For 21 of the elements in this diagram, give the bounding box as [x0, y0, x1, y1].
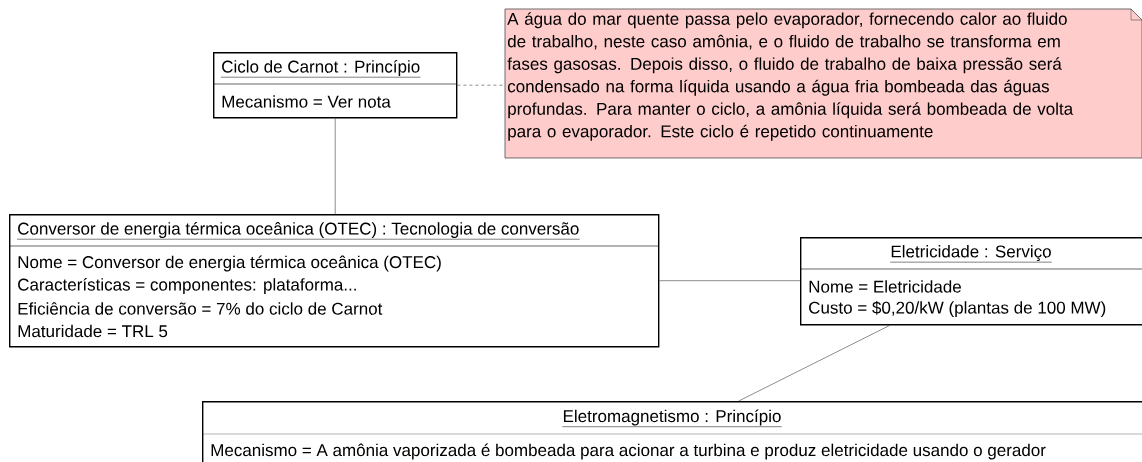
connector-line [659, 280, 801, 281]
attribute-text: Custo = $0,20/kW (plantas de 100 MW) [809, 300, 1106, 318]
note-box [504, 8, 1142, 159]
object-title: Conversor de energia térmica oceânica (OTEC) : Tecnologia de conversão [16, 221, 580, 240]
object-box [212, 52, 458, 119]
note-text: A água do mar quente passa pelo evaporador, fornecendo calor ao fluido de trabalho, neste caso amônia, e o fluido de trabalho se transforma em fases gasosas. Depois disso, o fluido de trabalho de baixa pressão será condensado na forma líquida usando a água fria bombeada das águas profundas. Para manter o ciclo, a amônia líquida será bombeada de volta para o evaporador. Este ciclo é repetido continuamente [507, 12, 1074, 141]
attribute-text: Maturidade = TRL 5 [18, 324, 168, 338]
object-box [799, 237, 1142, 326]
connector-line [334, 118, 336, 215]
attribute-text: Nome = Conversor de energia térmica oceânica (OTEC) [18, 255, 441, 272]
attribute-text: Características = componentes: plataforma... [18, 277, 356, 294]
object-box [8, 214, 660, 348]
object-title: Eletromagnetismo : Princípio [562, 409, 782, 427]
attribute-text: Nome = Eletricidade [809, 280, 961, 293]
attribute-text: Eficiência de conversão = 7% do ciclo de Carnot [18, 302, 383, 315]
connector-line [738, 325, 890, 402]
object-title: Eletricidade : Serviço [889, 245, 1053, 263]
object-title: Ciclo de Carnot : Princípio [220, 59, 421, 78]
attribute-text: Mecanismo = A amônia vaporizada é bombeada para acionar a turbina e produz eletricidade usando o gerador [211, 443, 1046, 460]
object-box [201, 401, 1142, 462]
attribute-text: Mecanismo = Ver nota [222, 95, 391, 108]
